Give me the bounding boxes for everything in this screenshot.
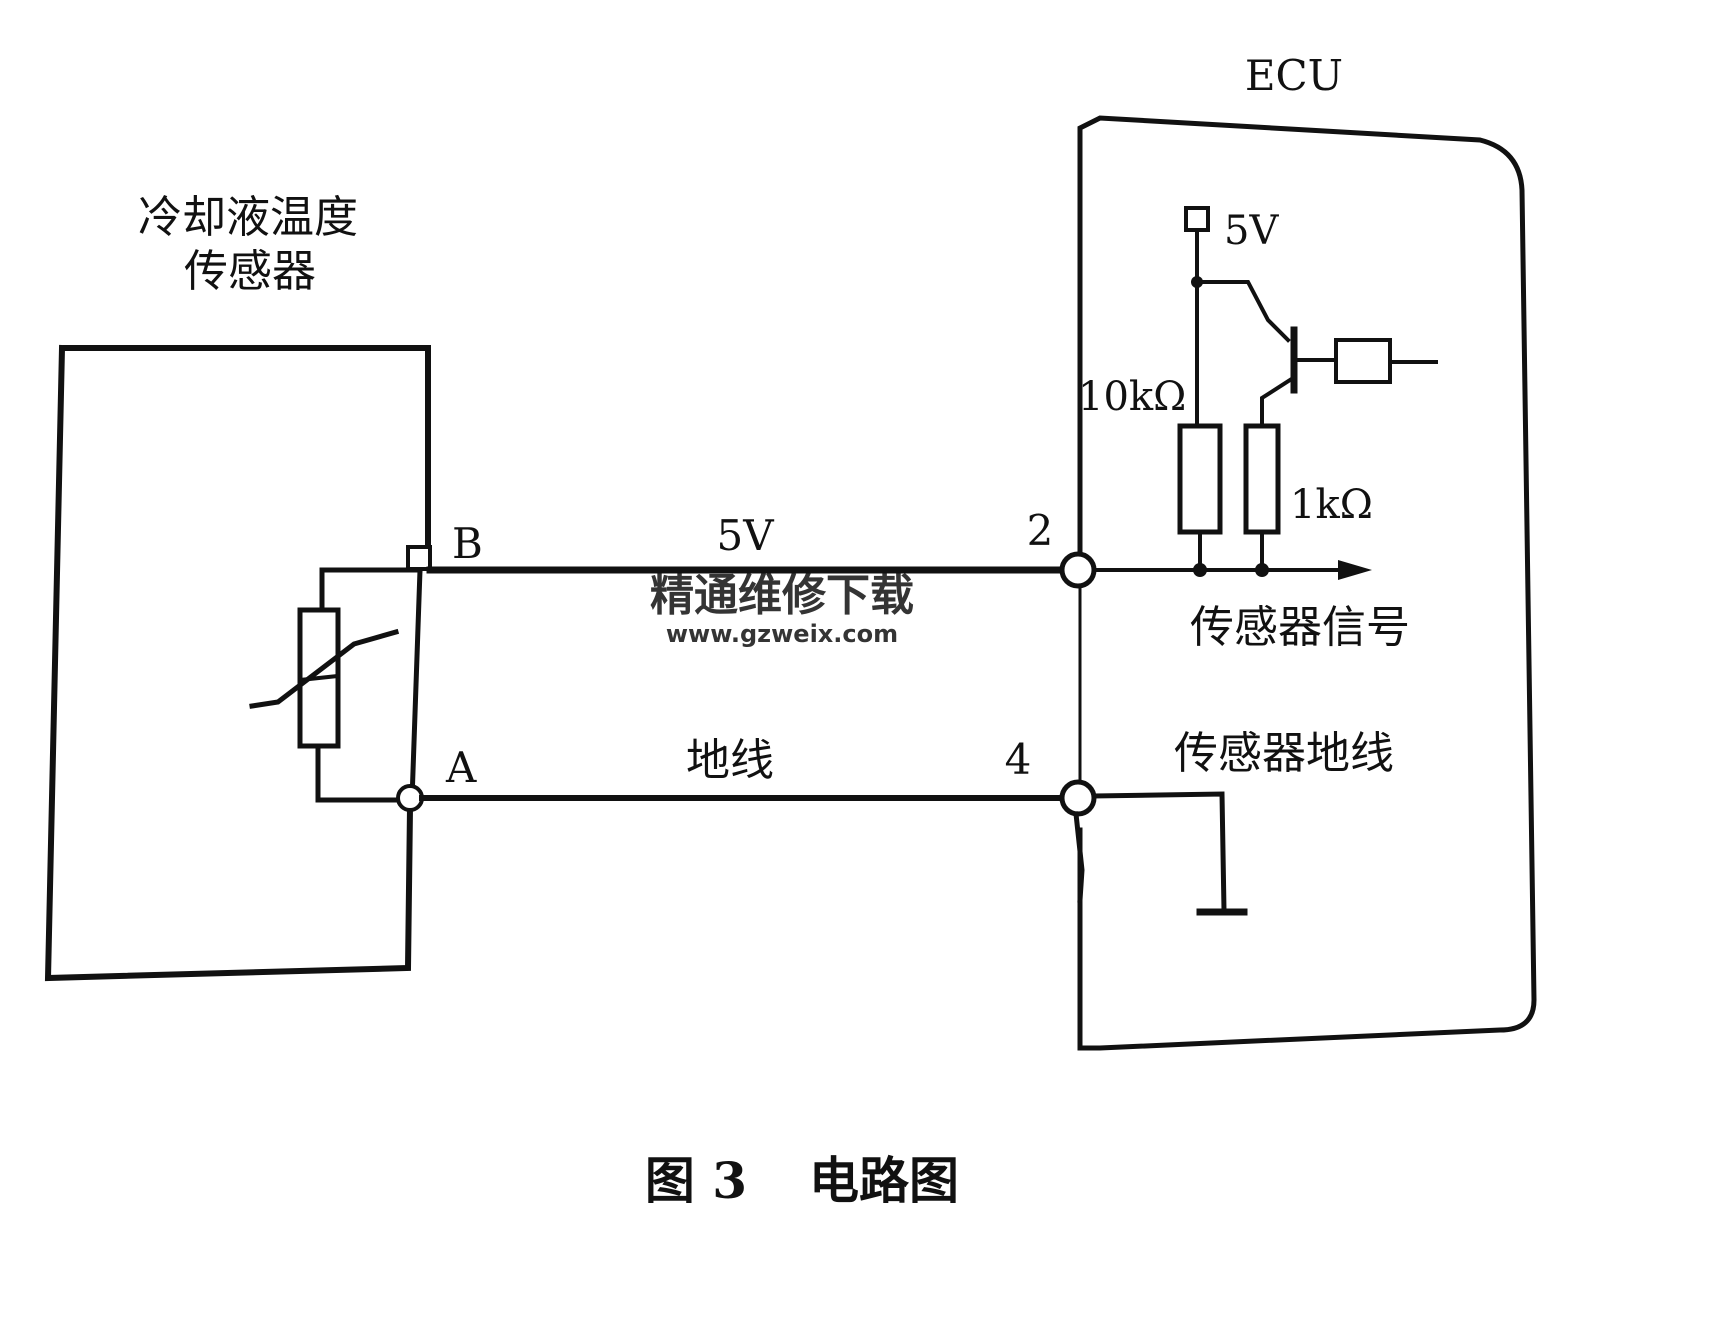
ecu-title: ECU: [1245, 51, 1343, 100]
sensor-internal-wiring: [315, 567, 423, 803]
ecu-signal-label: 传感器信号: [1190, 602, 1410, 653]
terminal-a-node: [396, 784, 424, 812]
ecu-pin-4-lower-link: [1073, 811, 1085, 903]
resistor-1k-label: 1kΩ: [1290, 482, 1373, 528]
ecu-supply-terminal: [1184, 206, 1210, 232]
figure-number: 图 3: [645, 1151, 747, 1210]
resistor-10k: [1177, 423, 1223, 535]
supply-wire-label: 5V: [716, 511, 774, 560]
ecu-housing: [1077, 115, 1537, 1051]
ecu-ground-label: 传感器地线: [1174, 728, 1394, 779]
ecu-pin-2-label: 2: [1027, 506, 1054, 555]
signal-arrow-head: [1338, 560, 1372, 580]
thermistor-variable-arrow: [249, 628, 400, 709]
transistor-leads: [1292, 358, 1438, 364]
watermark-cn: 精通维修下载: [650, 570, 914, 621]
figure-title: 电路图: [809, 1151, 959, 1210]
ground-wire-label: 地线: [686, 735, 774, 786]
signal-junction-1k: [1255, 563, 1269, 577]
pullup-wiring: [1195, 228, 1293, 568]
terminal-a-label: A: [445, 743, 477, 792]
ecu-ground-line: [1091, 791, 1227, 913]
ecu-pin-4-node: [1059, 779, 1097, 817]
ecu-supply-label: 5V: [1224, 208, 1279, 254]
ecu-pin-2-node: [1059, 551, 1097, 589]
watermark-url: www.gzweix.com: [666, 620, 898, 648]
control-block: [1334, 338, 1392, 384]
terminal-b-label: B: [452, 519, 483, 568]
resistor-1k: [1243, 423, 1281, 535]
ecu-pin-4-label: 4: [1005, 735, 1032, 784]
sensor-housing: [44, 344, 431, 982]
sensor-title-line2: 传感器: [184, 246, 316, 297]
circuit-diagram: 冷却液温度 传感器 B A 5V 地线 ECU 2 4 5V 10kΩ 1kΩ …: [44, 51, 1537, 1210]
pullup-junction-dot: [1191, 276, 1203, 288]
terminal-b-node: [406, 545, 432, 571]
signal-junction-10k: [1193, 563, 1207, 577]
sensor-title-line1: 冷却液温度: [138, 192, 358, 243]
resistor-10k-label: 10kΩ: [1078, 374, 1186, 420]
